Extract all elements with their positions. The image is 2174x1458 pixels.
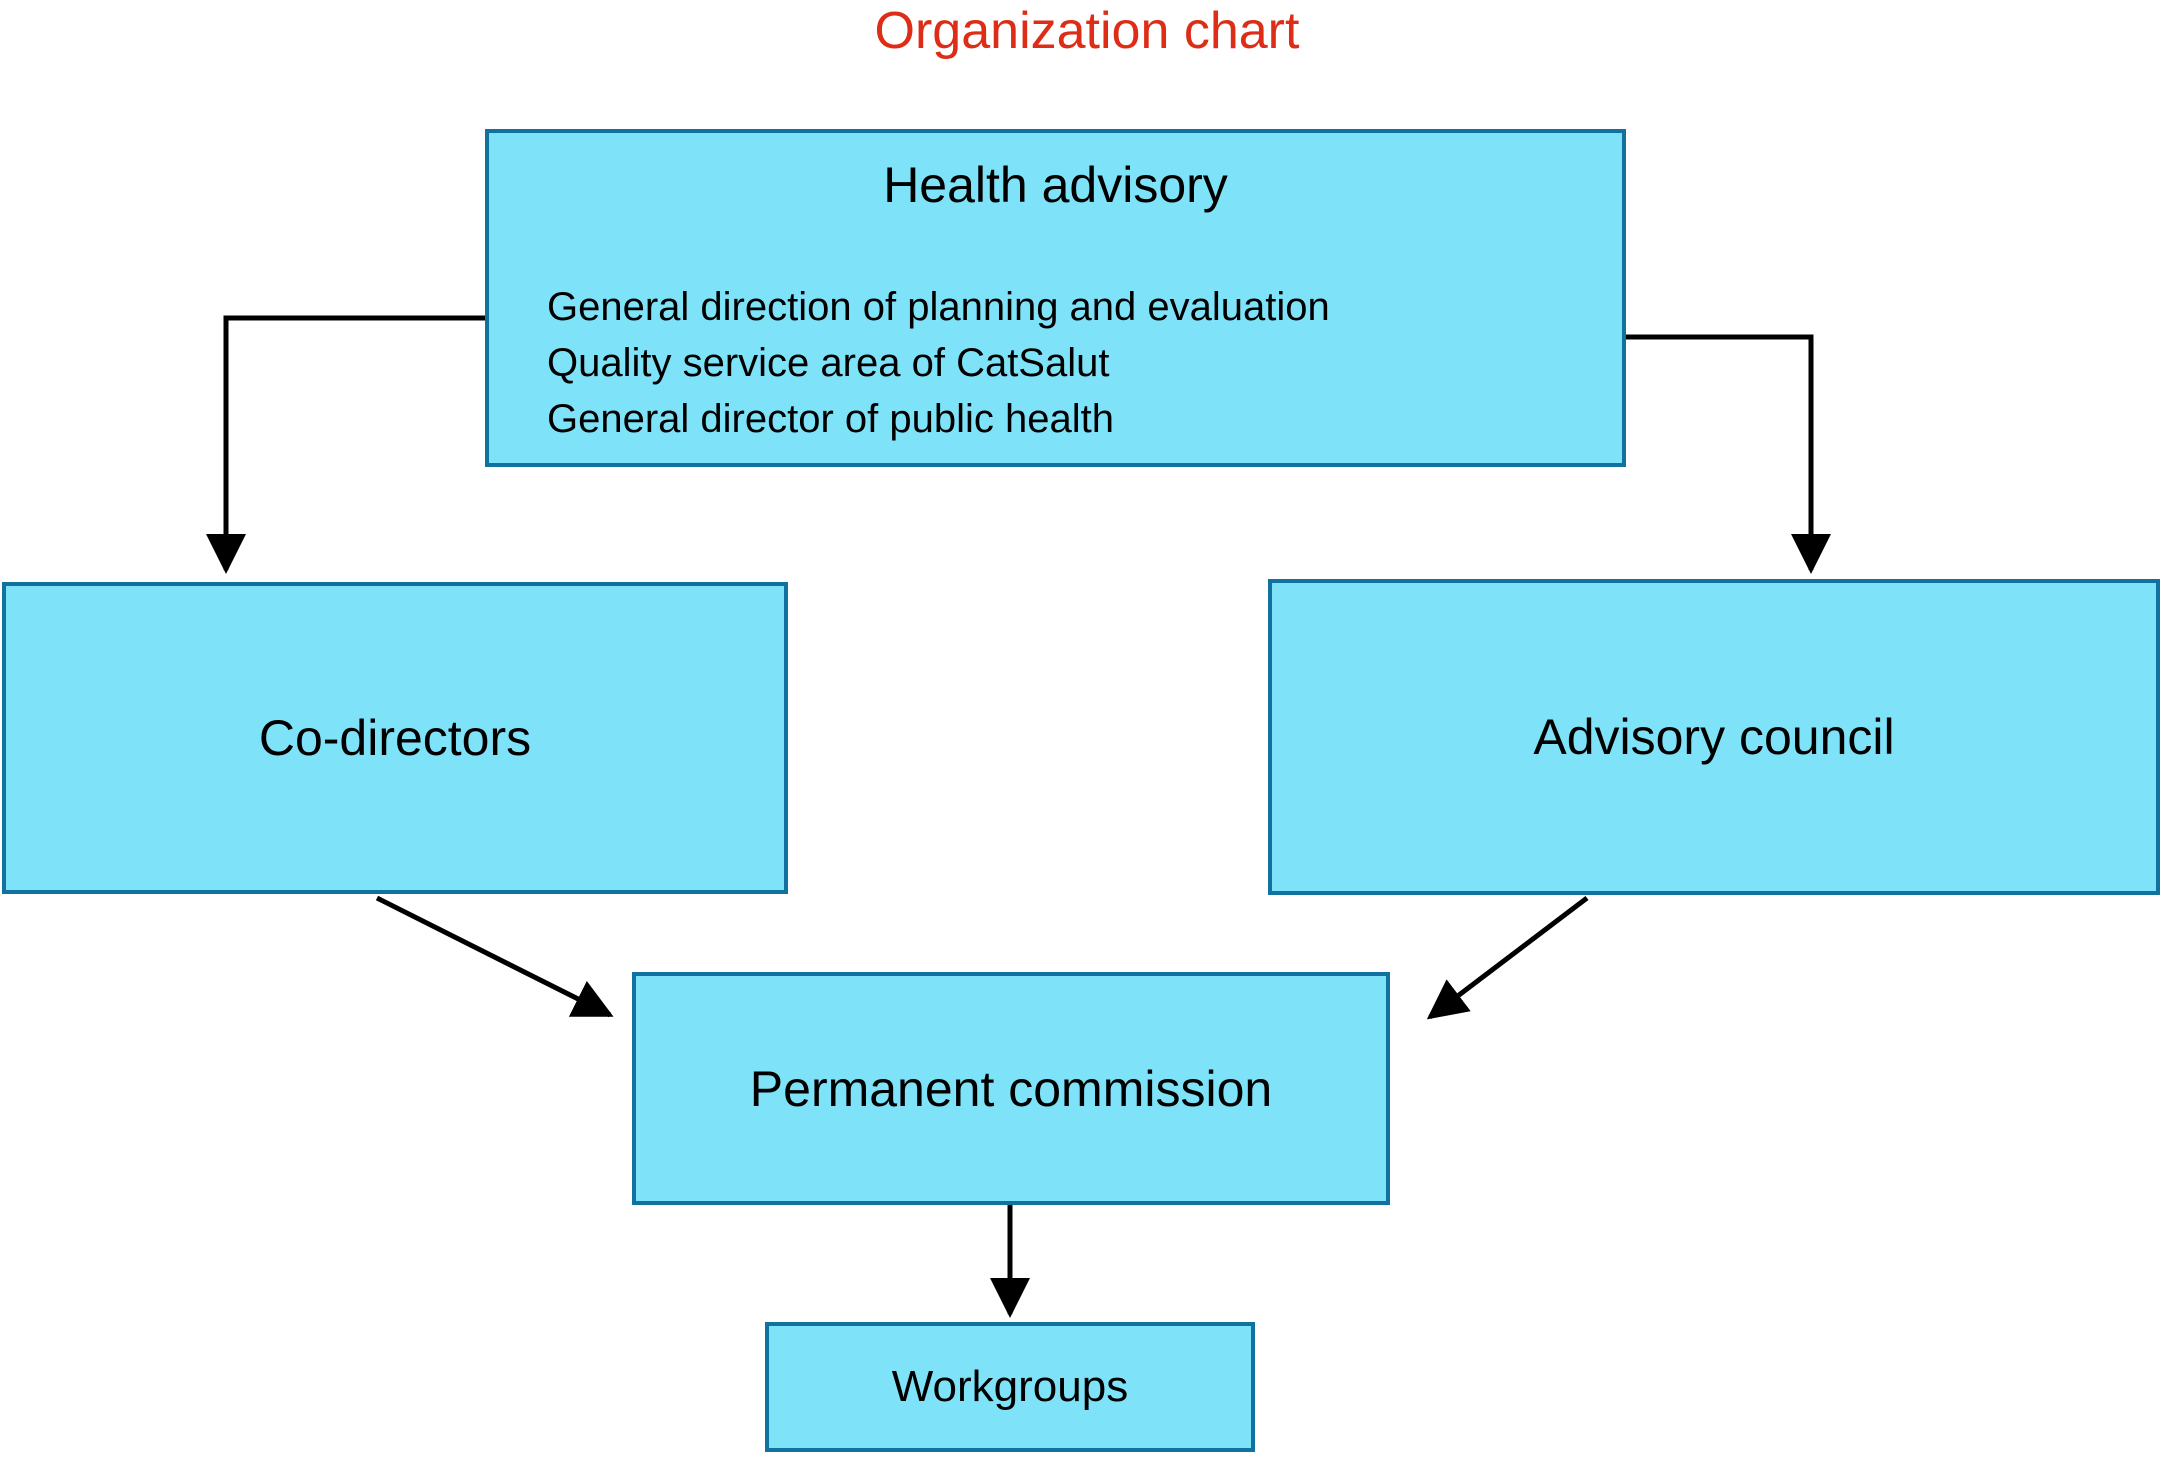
- node-co-directors: Co-directors: [2, 582, 788, 894]
- health-advisory-member-line: General director of public health: [547, 397, 1114, 441]
- edge-advisory-council-to-permanent-commission: [1426, 896, 1589, 1020]
- node-permanent-commission: Permanent commission: [632, 972, 1390, 1205]
- health-advisory-members: General direction of planning and evalua…: [547, 279, 1330, 447]
- advisory-council-label: Advisory council: [1533, 709, 1895, 765]
- health-advisory-member-line: Quality service area of CatSalut: [547, 341, 1110, 385]
- edge-health-to-advisory-council: [1626, 334, 1831, 574]
- edge-co-directors-to-permanent-commission: [375, 895, 614, 1018]
- health-advisory-title: Health advisory: [883, 157, 1228, 213]
- chart-title: Organization chart: [874, 2, 1300, 60]
- node-health-advisory: Health advisory General direction of pla…: [485, 129, 1626, 467]
- edge-health-to-co-directors: [206, 315, 485, 574]
- permanent-commission-label: Permanent commission: [749, 1060, 1273, 1117]
- node-advisory-council: Advisory council: [1268, 579, 2160, 895]
- co-directors-label: Co-directors: [258, 710, 532, 766]
- node-workgroups: Workgroups: [765, 1322, 1255, 1452]
- workgroups-label: Workgroups: [891, 1362, 1129, 1411]
- health-advisory-member-line: General direction of planning and evalua…: [547, 285, 1330, 329]
